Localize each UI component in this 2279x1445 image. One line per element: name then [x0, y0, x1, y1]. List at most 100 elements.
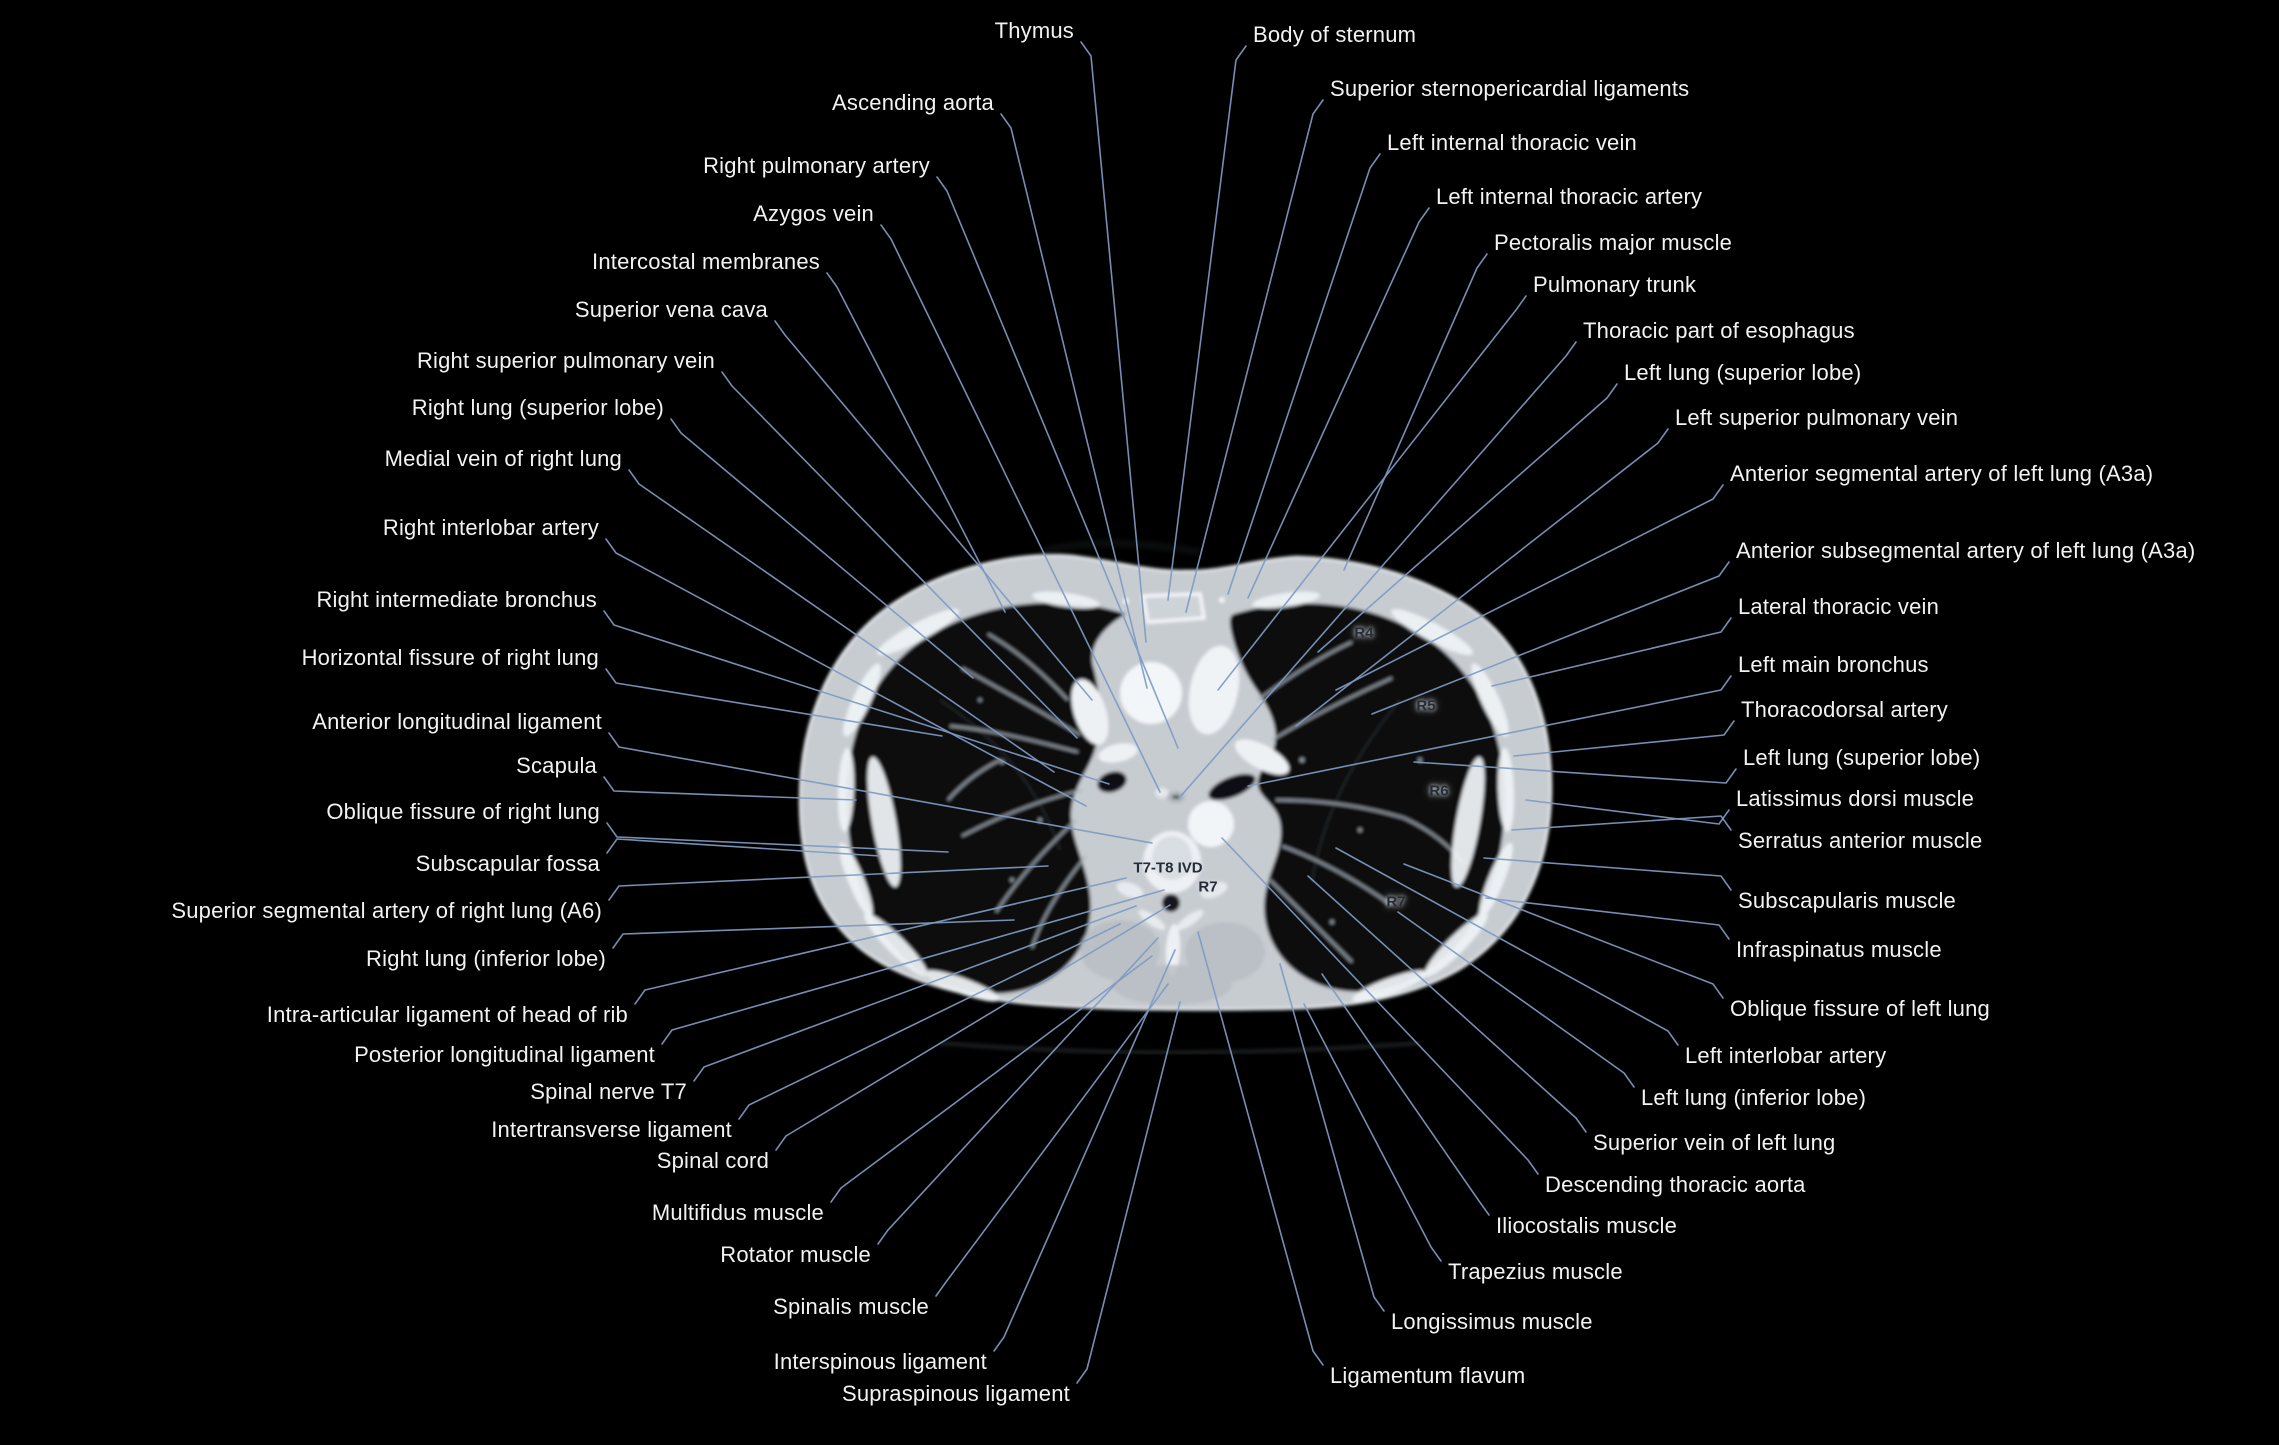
scan-artifacts: [1039, 540, 1201, 555]
ct-inline-label: T7-T8 IVD: [1133, 859, 1203, 877]
leader-line: [1491, 617, 1732, 687]
leader-line: [1080, 41, 1147, 643]
leader-line: [880, 224, 1161, 793]
leader-line: [1513, 720, 1735, 757]
anatomy-label: Posterior longitudinal ligament: [354, 1042, 655, 1067]
leader-line: [605, 668, 943, 737]
anatomy-label: Interspinous ligament: [773, 1349, 987, 1374]
anatomy-label: Left main bronchus: [1738, 652, 1929, 677]
leader-line: [1185, 99, 1324, 613]
leader-line: [693, 905, 1137, 1082]
anatomy-label: Left interlobar artery: [1685, 1043, 1887, 1068]
anatomy-label: Supraspinous ligament: [841, 1381, 1070, 1406]
leader-line: [612, 919, 1015, 949]
anatomy-label: Longissimus muscle: [1391, 1309, 1593, 1334]
leader-line: [1221, 837, 1539, 1175]
anatomy-label: Oblique fissure of right lung: [326, 799, 600, 824]
leader-line: [1000, 113, 1148, 689]
leader-line: [738, 923, 1121, 1120]
leader-line: [1307, 875, 1587, 1133]
anatomy-label: Left superior pulmonary vein: [1675, 405, 1959, 430]
ct-inline-label: R7: [1198, 878, 1218, 896]
leader-line: [1227, 153, 1381, 595]
anatomy-label: Latissimus dorsi muscle: [1736, 786, 1975, 811]
anatomy-label: Lateral thoracic vein: [1738, 594, 1940, 619]
leader-line: [1076, 1001, 1181, 1384]
leader-line: [1511, 815, 1732, 831]
anatomy-label: Spinal nerve T7: [530, 1079, 687, 1104]
anatomy-label: Thoracodorsal artery: [1741, 697, 1948, 722]
leader-line: [628, 469, 1055, 773]
leader-line: [661, 889, 1165, 1045]
left-lung-field: [1230, 603, 1505, 992]
leader-line: [1197, 931, 1324, 1366]
leader-line: [603, 776, 857, 801]
anatomy-label: Right interlobar artery: [382, 515, 599, 540]
leader-line: [993, 949, 1176, 1352]
anatomy-label: Anterior subsegmental artery of left lun…: [1736, 538, 2196, 563]
anatomy-label: Serratus anterior muscle: [1738, 828, 1983, 853]
right-pulmonary-vein-structure: [1098, 743, 1138, 763]
anatomy-label: Oblique fissure of left lung: [1730, 996, 1990, 1021]
ct-inline-label: R7: [1386, 893, 1406, 911]
anatomy-label: Spinal cord: [656, 1148, 769, 1173]
leader-line: [775, 904, 1171, 1151]
anatomy-label: Iliocostalis muscle: [1496, 1213, 1678, 1238]
anatomy-label: Ascending aorta: [832, 90, 994, 115]
ct-inline-label: R6: [1429, 782, 1449, 800]
pulmonary-trunk-structure: [1188, 645, 1240, 735]
leader-line: [1317, 383, 1618, 653]
anatomy-label: Pulmonary trunk: [1533, 272, 1697, 297]
anatomy-label: Anterior longitudinal ligament: [312, 709, 602, 734]
leader-line: [1403, 863, 1724, 999]
anatomy-label: Spinalis muscle: [773, 1294, 929, 1319]
anatomy-label: Left internal thoracic vein: [1387, 130, 1637, 155]
anatomy-label: Left lung (inferior lobe): [1641, 1085, 1867, 1110]
leader-line: [1321, 973, 1490, 1216]
anatomy-label: Thoracic part of esophagus: [1583, 318, 1855, 343]
leader-line: [1483, 857, 1732, 891]
anatomy-label: Multifidus muscle: [651, 1200, 824, 1225]
vessel-cross-sections: [978, 698, 1422, 924]
leader-line: [1525, 799, 1730, 825]
leader-line: [721, 371, 1078, 739]
leader-line: [670, 418, 974, 679]
anatomy-label: Subscapularis muscle: [1738, 888, 1956, 913]
leader-line: [1413, 761, 1737, 784]
anatomy-label: Superior sternopericardial ligaments: [1330, 76, 1690, 101]
leader-line: [1397, 911, 1635, 1088]
anatomy-label: Infraspinatus muscle: [1736, 937, 1942, 962]
leader-line: [877, 937, 1159, 1245]
anatomy-label: Ligamentum flavum: [1330, 1363, 1526, 1388]
internal-thoracic-vessel-dot-left: [1219, 597, 1225, 603]
anatomy-label: Left lung (superior lobe): [1743, 745, 1981, 770]
leader-line: [605, 538, 1087, 807]
anatomy-label: Rotator muscle: [720, 1242, 871, 1267]
leader-line: [830, 955, 1153, 1203]
anatomy-label: Left lung (superior lobe): [1624, 360, 1862, 385]
leader-line: [606, 822, 949, 853]
ascending-aorta-structure: [1120, 662, 1182, 724]
svc-structure: [1071, 679, 1109, 745]
leader-line: [1167, 45, 1247, 601]
leader-line: [608, 865, 1049, 901]
leader-line: [936, 176, 1179, 749]
leader-line: [1295, 428, 1669, 727]
anatomy-label: Left internal thoracic artery: [1436, 184, 1703, 209]
anatomy-label: Right lung (inferior lobe): [366, 946, 606, 971]
scanner-table-line: [939, 1040, 1421, 1055]
leader-line: [1335, 484, 1724, 691]
leader-line: [1279, 963, 1385, 1312]
anatomy-label: Medial vein of right lung: [384, 446, 622, 471]
anatomy-label: Right pulmonary artery: [703, 153, 930, 178]
anatomy-label: Intertransverse ligament: [491, 1117, 732, 1142]
leader-line: [774, 320, 1093, 701]
ct-inline-label: R5: [1416, 697, 1436, 715]
paraspinal-muscles: [1080, 920, 1265, 1005]
anatomy-label: Anterior segmental artery of left lung (…: [1730, 461, 2154, 486]
right-bronchus-structure: [1097, 771, 1127, 793]
